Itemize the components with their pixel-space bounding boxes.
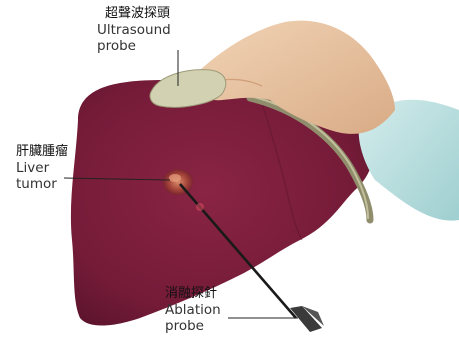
ablation-label-en-2: probe bbox=[165, 318, 221, 334]
ablation-label-en-1: Ablation bbox=[165, 302, 221, 318]
needle-entry-mark bbox=[196, 203, 204, 211]
ablation-label: 消融探針 Ablation probe bbox=[165, 286, 221, 334]
tumor-label-zh: 肝臟腫瘤 bbox=[16, 144, 68, 160]
tumor-label-en-1: Liver bbox=[16, 160, 68, 176]
tumor-highlight bbox=[169, 174, 181, 182]
ablation-label-zh: 消融探針 bbox=[165, 286, 221, 302]
tumor-label-en-2: tumor bbox=[16, 176, 68, 192]
probe-label-zh: 超聲波探頭 bbox=[105, 6, 171, 22]
liver-tumor bbox=[163, 169, 193, 195]
probe-label-en-2: probe bbox=[97, 38, 171, 54]
probe-label: 超聲波探頭 Ultrasound probe bbox=[105, 6, 171, 54]
probe-label-en-1: Ultrasound bbox=[97, 22, 171, 38]
tumor-label: 肝臟腫瘤 Liver tumor bbox=[16, 144, 68, 192]
